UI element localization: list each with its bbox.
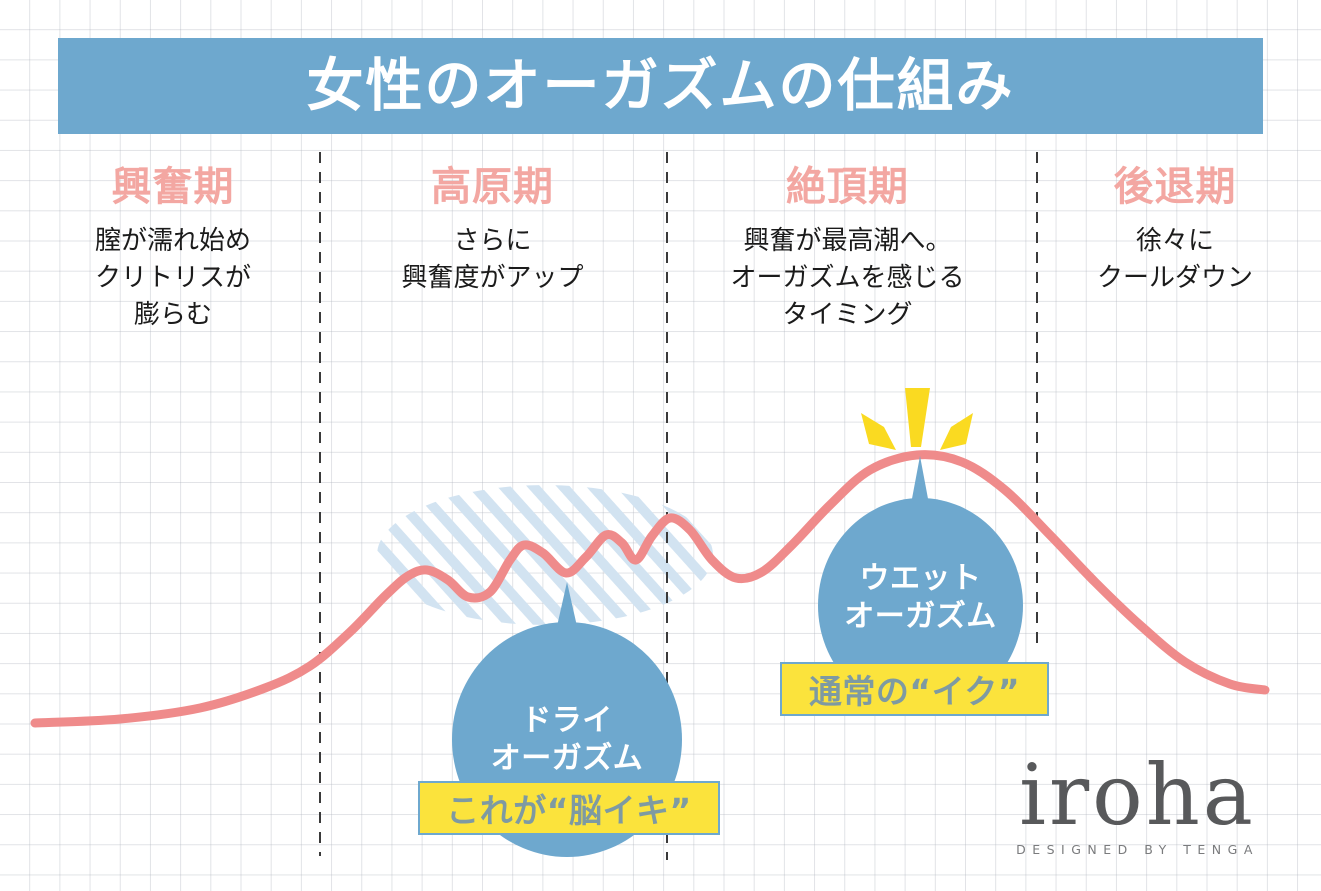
brand-logo: iroha DESIGNED BY TENGA (1000, 746, 1275, 857)
starburst-icon (861, 388, 973, 450)
phase-column-orgasm: 絶頂期 興奮が最高潮へ。 オーガズムを感じる タイミング (660, 165, 1035, 334)
phase-description-resolution: 徐々に クールダウン (1096, 226, 1253, 293)
title-banner: 女性のオーガズムの仕組み (58, 38, 1263, 134)
logo-wordmark: iroha (1019, 746, 1256, 844)
phase-column-excitement: 興奮期 膣が濡れ始め クリトリスが 膨らむ (8, 165, 338, 334)
page-title: 女性のオーガズムの仕組み (306, 52, 1015, 119)
phase-title-excitement: 興奮期 (111, 164, 235, 210)
callout-label-dry: ドライ オーガズム (490, 703, 644, 776)
phase-column-plateau: 高原期 さらに 興奮度がアップ (330, 165, 655, 297)
phase-description-plateau: さらに 興奮度がアップ (401, 226, 584, 293)
phase-description-excitement: 膣が濡れ始め クリトリスが 膨らむ (94, 226, 251, 330)
callout-banner-wet: 通常の“イク” (780, 662, 1049, 716)
callout-banner-dry: これが“脳イキ” (418, 781, 720, 835)
phase-column-resolution: 後退期 徐々に クールダウン (1035, 165, 1315, 297)
arousal-curve-line (30, 450, 1270, 728)
phase-title-plateau: 高原期 (431, 164, 554, 210)
phase-description-orgasm: 興奮が最高潮へ。 オーガズムを感じる タイミング (730, 226, 965, 330)
logo-tagline: DESIGNED BY TENGA (1016, 841, 1259, 857)
phase-title-resolution: 後退期 (1113, 164, 1237, 210)
callout-label-wet: ウエット オーガズム (844, 561, 997, 634)
phase-title-orgasm: 絶頂期 (786, 164, 909, 210)
